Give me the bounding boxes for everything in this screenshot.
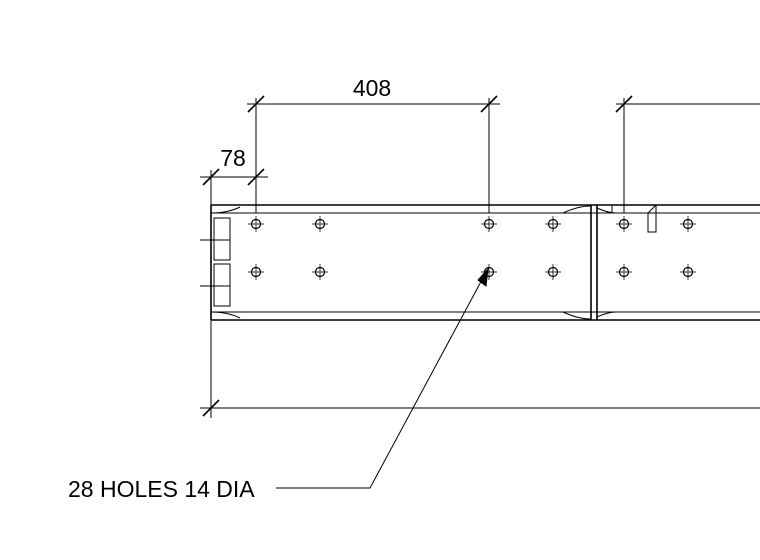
dimension-408: 408 <box>247 75 500 213</box>
end-connection-detail <box>200 217 231 307</box>
dimension-right-partial <box>615 95 760 213</box>
bolt-hole <box>481 216 497 232</box>
dimension-78-label: 78 <box>220 145 246 171</box>
bolt-hole <box>248 216 264 232</box>
beam-outline <box>210 204 760 321</box>
bolt-holes <box>248 216 696 280</box>
bolt-hole <box>680 216 696 232</box>
bolt-hole <box>248 264 264 280</box>
leader-arrowhead <box>477 267 489 287</box>
bolt-hole <box>545 216 561 232</box>
dimension-overall <box>200 320 760 418</box>
bolt-hole <box>680 264 696 280</box>
hole-callout: 28 HOLES 14 DIA <box>68 267 489 502</box>
fillet-details <box>210 205 617 320</box>
hole-note-label: 28 HOLES 14 DIA <box>68 476 255 502</box>
bolt-hole <box>616 216 632 232</box>
bolt-hole <box>481 264 497 280</box>
dimension-408-label: 408 <box>353 75 391 101</box>
splice-cleat <box>611 204 657 233</box>
dimension-78: 78 <box>200 145 268 205</box>
bolt-hole <box>312 216 328 232</box>
bolt-hole <box>312 264 328 280</box>
bolt-hole <box>616 264 632 280</box>
bolt-hole <box>545 264 561 280</box>
